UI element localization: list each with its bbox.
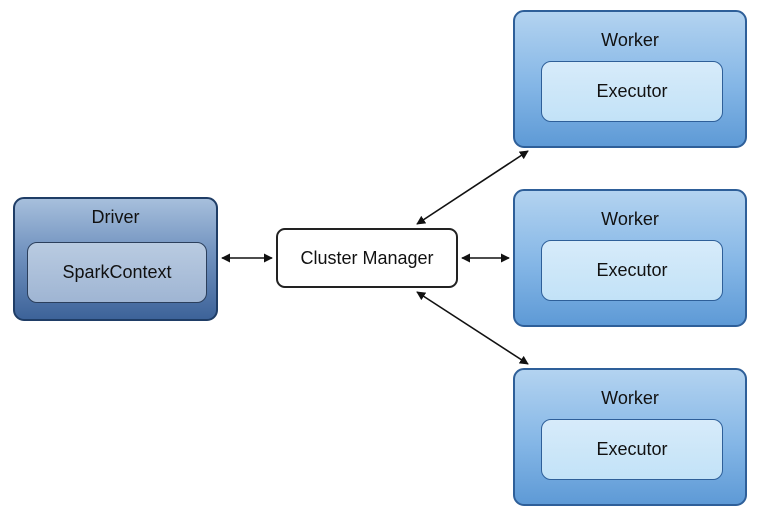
- executor-box: Executor: [541, 240, 723, 301]
- spark-context-box: SparkContext: [27, 242, 207, 303]
- cluster-manager-box: Cluster Manager: [276, 228, 458, 288]
- worker-title: Worker: [601, 209, 659, 229]
- executor-box: Executor: [541, 61, 723, 122]
- arrow-cluster-manager-worker-1: [416, 150, 529, 225]
- executor-box: Executor: [541, 419, 723, 480]
- worker-box: Worker Executor: [513, 189, 747, 327]
- driver-box: Driver SparkContext: [13, 197, 218, 321]
- worker-title: Worker: [601, 30, 659, 50]
- worker-box: Worker Executor: [513, 368, 747, 506]
- worker-title: Worker: [601, 388, 659, 408]
- arrow-cluster-manager-worker-3: [416, 291, 529, 365]
- driver-title: Driver: [91, 207, 140, 227]
- worker-box: Worker Executor: [513, 10, 747, 148]
